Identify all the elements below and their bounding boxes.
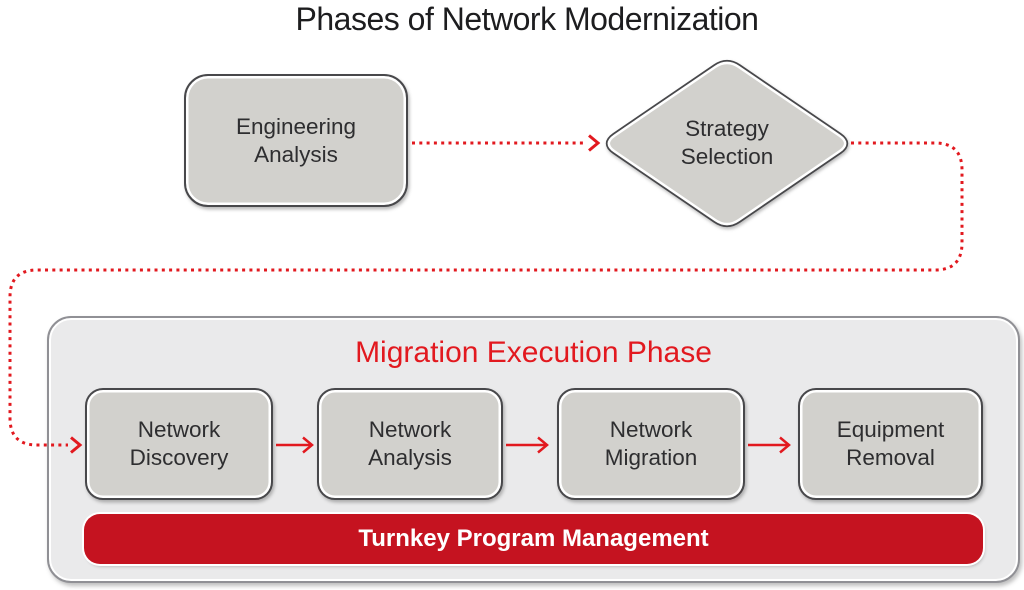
network-analysis-node: Network Analysis bbox=[317, 388, 503, 500]
turnkey-program-banner: Turnkey Program Management bbox=[84, 514, 983, 564]
network-migration-node: Network Migration bbox=[557, 388, 745, 500]
strategy-diamond bbox=[607, 61, 847, 226]
strategy-selection-label: Strategy Selection bbox=[680, 116, 774, 169]
equipment-removal-label: Equipment Removal bbox=[836, 417, 945, 470]
arrowhead-migration bbox=[537, 436, 549, 454]
engineering-analysis-node: Engineering Analysis bbox=[184, 74, 408, 207]
dotted-arrowhead-strategy bbox=[588, 134, 601, 152]
arrowhead-removal bbox=[779, 436, 791, 454]
network-discovery-node: Network Discovery bbox=[85, 388, 273, 500]
page-title: Phases of Network Modernization bbox=[295, 1, 759, 37]
turnkey-program-label: Turnkey Program Management bbox=[358, 525, 709, 552]
network-analysis-label: Network Analysis bbox=[368, 417, 452, 470]
dotted-arrowhead-discovery bbox=[70, 436, 83, 454]
engineering-analysis-label: Engineering Analysis bbox=[235, 113, 357, 167]
arrowhead-analysis bbox=[302, 436, 314, 454]
network-migration-label: Network Migration bbox=[604, 417, 698, 470]
migration-execution-title: Migration Execution Phase bbox=[355, 336, 712, 369]
network-discovery-label: Network Discovery bbox=[129, 417, 229, 470]
equipment-removal-node: Equipment Removal bbox=[798, 388, 983, 500]
